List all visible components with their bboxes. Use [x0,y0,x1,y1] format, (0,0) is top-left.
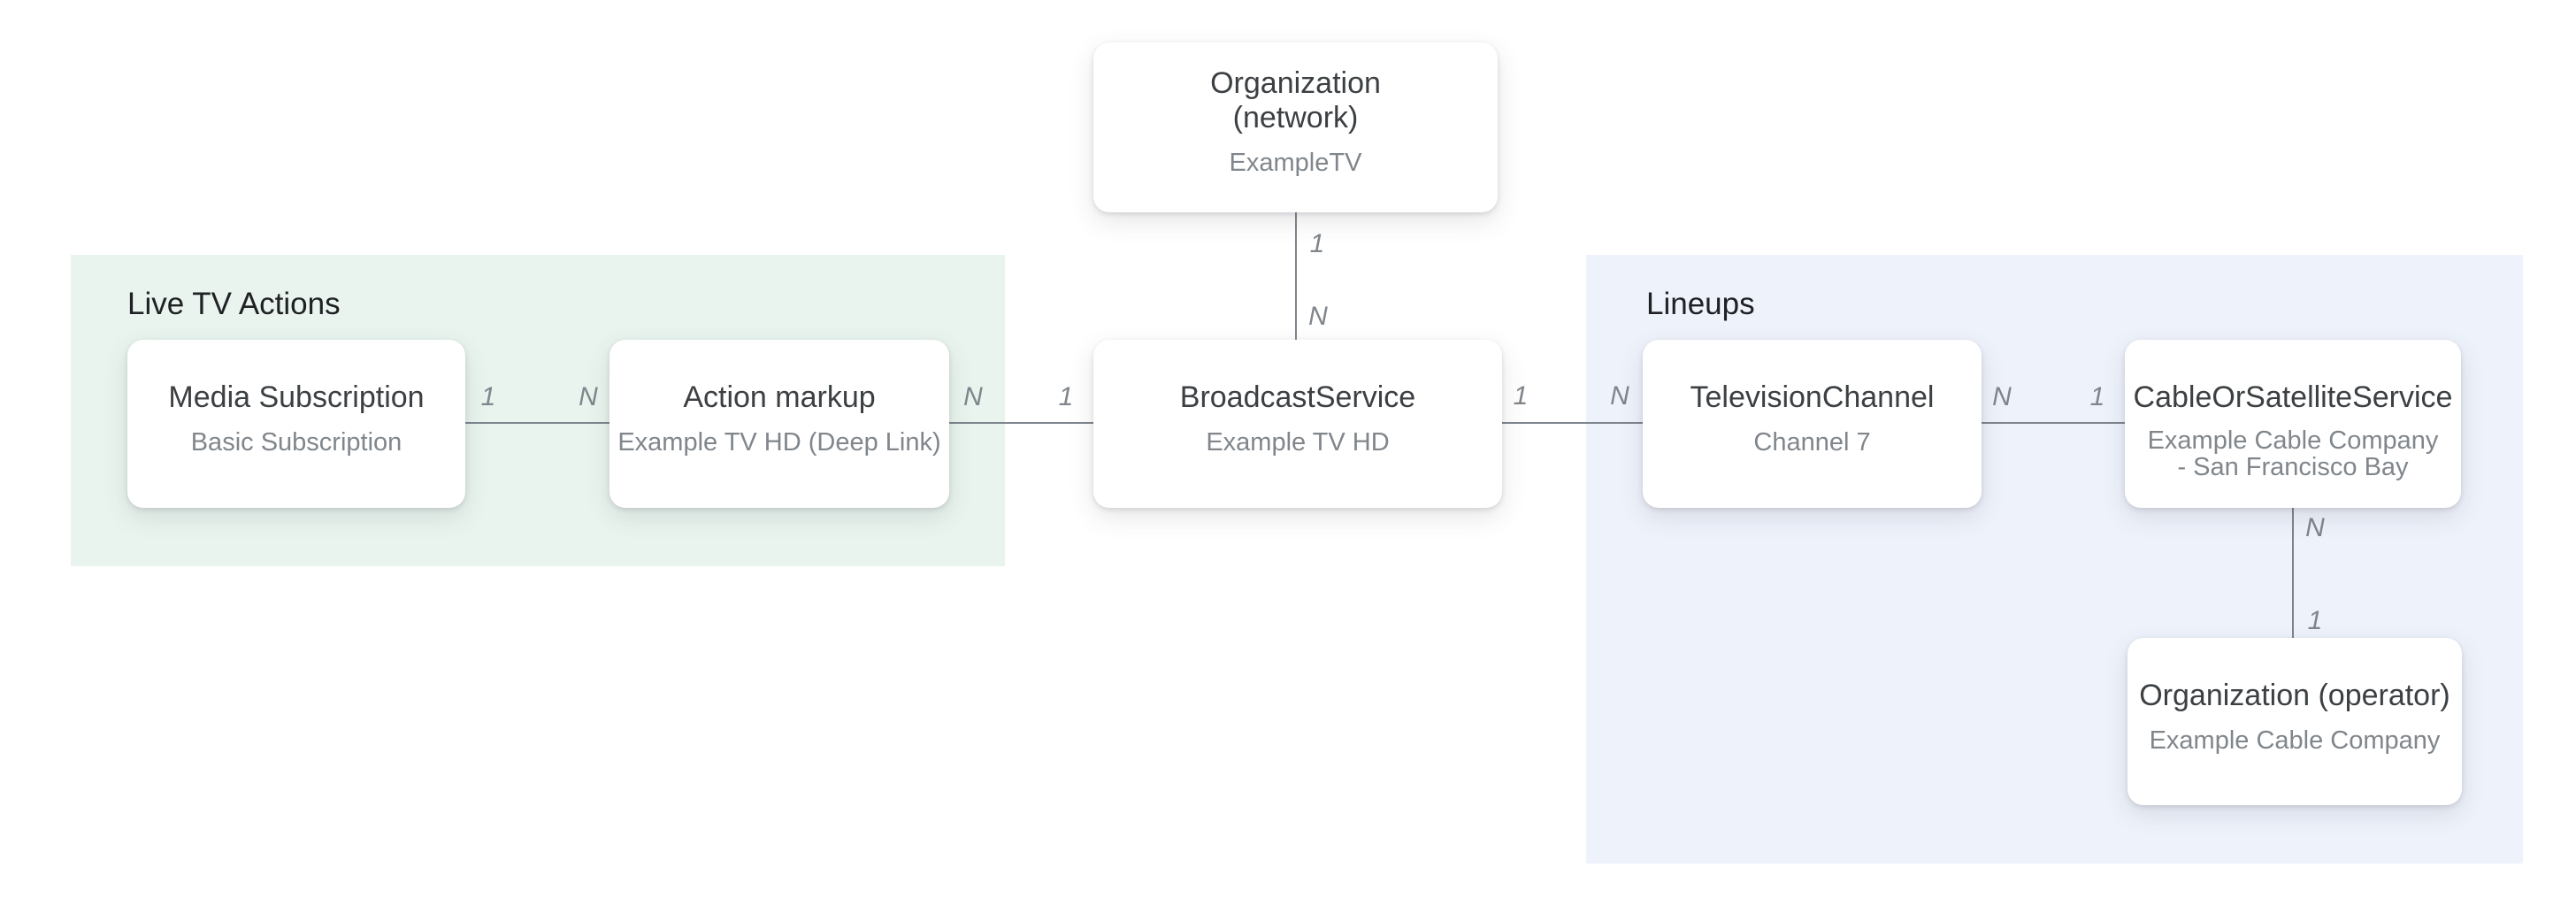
connector-broadcast-tvchannel [1502,422,1643,424]
cardinality-label: 1 [1309,229,1325,258]
node-title: Action markup [683,380,876,414]
region-lineups-label: Lineups [1646,287,1755,321]
connector-network-broadcast [1295,212,1297,340]
node-title: Organization (network) [1210,66,1381,134]
node-subtitle: Example Cable Company - San Francisco Ba… [2147,426,2439,481]
node-subtitle: Basic Subscription [190,428,402,457]
cardinality-label: N [579,382,598,411]
node-title: Media Subscription [168,380,425,414]
connector-mediasub-action [465,422,610,424]
node-media-subscription: Media Subscription Basic Subscription [127,340,465,508]
cardinality-label: N [963,382,983,411]
connector-tvchannel-cable [1982,422,2125,424]
node-subtitle: Example TV HD (Deep Link) [617,428,941,457]
node-cable-or-satellite-service: CableOrSatelliteService Example Cable Co… [2125,340,2461,508]
node-title: Organization (operator) [2139,679,2450,712]
cardinality-label: N [2305,513,2325,542]
node-title: BroadcastService [1179,380,1416,414]
cardinality-label: 1 [2307,606,2323,635]
node-title: CableOrSatelliteService [2133,380,2453,414]
cardinality-label: 1 [2089,382,2105,411]
connector-cable-operator [2292,508,2294,638]
node-broadcast-service: BroadcastService Example TV HD [1093,340,1502,508]
cardinality-label: 1 [480,382,496,411]
node-organization-operator: Organization (operator) Example Cable Co… [2128,638,2462,805]
node-title: TelevisionChannel [1690,380,1935,414]
node-television-channel: TelevisionChannel Channel 7 [1643,340,1982,508]
node-organization-network: Organization (network) ExampleTV [1093,42,1498,212]
cardinality-label: 1 [1513,381,1529,411]
node-subtitle: ExampleTV [1229,149,1362,177]
connector-action-broadcast [949,422,1093,424]
region-live-tv-actions-label: Live TV Actions [127,287,341,321]
cardinality-label: N [1308,302,1328,331]
node-subtitle: Example Cable Company [2149,726,2441,755]
node-subtitle: Example TV HD [1206,428,1390,457]
cardinality-label: 1 [1058,382,1074,411]
node-action-markup: Action markup Example TV HD (Deep Link) [610,340,949,508]
cardinality-label: N [1992,382,2012,411]
node-subtitle: Channel 7 [1753,428,1871,457]
cardinality-label: N [1610,381,1629,411]
